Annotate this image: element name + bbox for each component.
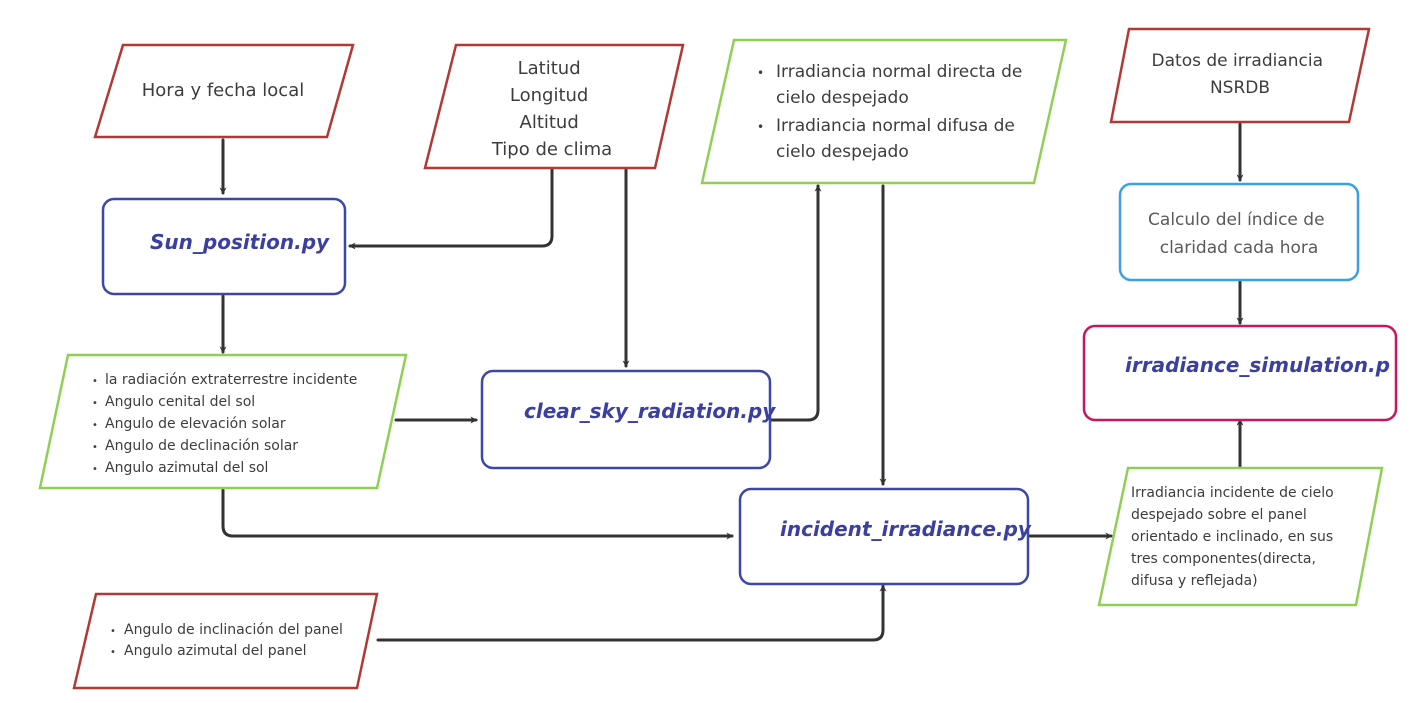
shapes	[38, 27, 1398, 690]
input-hora-shape	[93, 43, 355, 139]
angles-item: Angulo azimutal del sol	[105, 460, 268, 476]
clear-sky-label: clear_sky_radiation.py	[524, 399, 776, 423]
bullet-glyph: •	[92, 464, 98, 475]
incident-out-labels: Irradiancia incidente de cielo despejado…	[1131, 485, 1338, 589]
angles-labels: • la radiación extraterrestre incidente …	[92, 372, 362, 476]
incident-label: incident_irradiance.py	[780, 517, 1032, 541]
location-line: Latitud	[518, 58, 581, 79]
panel-item: Angulo de inclinación del panel	[124, 622, 343, 638]
angles-item: Angulo de declinación solar	[105, 438, 298, 454]
bullet-glyph: •	[92, 442, 98, 453]
process-clear-sky-shape	[480, 369, 772, 470]
bullet-glyph: •	[757, 120, 764, 134]
input-location-shape	[423, 43, 685, 170]
incident-out-line: despejado sobre el panel	[1131, 507, 1307, 523]
bullet-glyph: •	[92, 398, 98, 409]
clearsky-out-line: Irradiancia normal difusa de	[776, 116, 1015, 136]
incident-out-line: Irradiancia incidente de cielo	[1131, 485, 1334, 501]
labels: Hora y fecha local Latitud Longitud Alti…	[92, 51, 1390, 659]
nsrdb-labels: Datos de irradiancia NSRDB	[1152, 51, 1329, 98]
panel-labels: • Angulo de inclinación del panel • Angu…	[110, 622, 347, 659]
clearsky-out-line: Irradiancia normal directa de	[776, 62, 1022, 82]
location-labels: Latitud Longitud Altitud Tipo de clima	[491, 58, 612, 160]
edge-panel-to-incident	[376, 584, 887, 642]
location-line: Altitud	[520, 112, 579, 133]
process-incident-irradiance-shape	[738, 487, 1030, 586]
edge-clear-sky-to-clearsky-out	[768, 184, 822, 422]
edge-angles-to-incident	[221, 488, 734, 540]
location-line: Longitud	[510, 85, 588, 106]
connectors	[219, 122, 1244, 642]
clearsky-out-line: cielo despejado	[776, 88, 909, 108]
input-panel-shape	[72, 592, 379, 690]
process-sun-position-shape	[101, 197, 347, 296]
incident-out-line: difusa y reflejada)	[1131, 573, 1258, 589]
panel-item: Angulo azimutal del panel	[124, 643, 307, 659]
incident-out-line: tres componentes(directa,	[1131, 551, 1316, 567]
nsrdb-line: NSRDB	[1210, 78, 1270, 98]
bullet-glyph: •	[92, 420, 98, 431]
angles-item: Angulo de elevación solar	[105, 416, 286, 432]
bullet-glyph: •	[92, 376, 98, 387]
clearsky-out-line: cielo despejado	[776, 142, 909, 162]
sun-position-label: Sun_position.py	[150, 230, 330, 254]
calculo-line: claridad cada hora	[1160, 238, 1319, 258]
output-incident-shape	[1097, 466, 1384, 607]
calculo-labels: Calculo del índice de claridad cada hora	[1148, 210, 1330, 258]
nsrdb-line: Datos de irradiancia	[1152, 51, 1324, 71]
process-irradiance-simulation-shape	[1082, 324, 1398, 422]
clearsky-out-labels: • Irradiancia normal directa de cielo de…	[757, 62, 1028, 162]
irr-sim-label: irradiance_simulation.p	[1125, 353, 1390, 377]
input-nsrdb-shape	[1109, 27, 1371, 124]
process-calculo-shape	[1118, 182, 1360, 282]
bullet-glyph: •	[110, 647, 116, 658]
hora-label: Hora y fecha local	[142, 80, 304, 101]
edge-location-to-sun-position	[348, 168, 554, 250]
bullet-glyph: •	[757, 66, 764, 80]
incident-out-line: orientado e inclinado, en sus	[1131, 529, 1333, 545]
bullet-glyph: •	[110, 626, 116, 637]
angles-item: Angulo cenital del sol	[105, 394, 255, 410]
location-line: Tipo de clima	[491, 139, 612, 160]
output-clearsky-shape	[700, 38, 1068, 185]
output-angles-shape	[38, 353, 408, 490]
calculo-line: Calculo del índice de	[1148, 210, 1325, 230]
angles-item: la radiación extraterrestre incidente	[105, 372, 357, 388]
